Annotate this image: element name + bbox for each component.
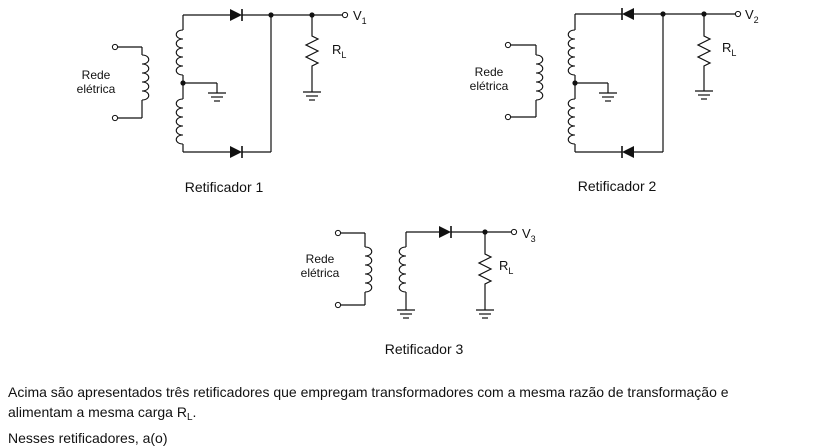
input-terminal bbox=[334, 229, 342, 237]
rectifier-3: Rede elétrica RL V3 Retificador 3 bbox=[301, 225, 536, 357]
load-label: RL bbox=[499, 258, 513, 276]
primary-winding-1 bbox=[111, 43, 150, 122]
load-label: RL bbox=[332, 42, 346, 60]
input-terminal bbox=[504, 113, 512, 121]
output-node bbox=[309, 12, 315, 18]
load-resistor bbox=[478, 247, 492, 291]
output-voltage-label: V1 bbox=[353, 8, 367, 26]
source-label: Rede bbox=[306, 252, 335, 266]
secondary-winding-2 bbox=[567, 14, 618, 152]
rectifier-2: Rede elétrica RL V2 Retificador 2 bbox=[470, 7, 759, 194]
diode-bottom bbox=[621, 145, 635, 159]
question-line-3: Nesses retificadores, a(o) bbox=[8, 430, 168, 446]
diode bbox=[438, 225, 452, 239]
source-label: elétrica bbox=[301, 266, 340, 280]
diode-top bbox=[621, 7, 635, 21]
question-line-2: alimentam a mesma carga RL. bbox=[8, 404, 197, 423]
output-voltage-label: V2 bbox=[745, 7, 759, 25]
load-resistor bbox=[305, 29, 319, 73]
input-terminal bbox=[504, 41, 512, 49]
diode-bottom bbox=[229, 145, 243, 159]
ground-icon bbox=[475, 309, 495, 319]
question-line-1: Acima são apresentados três retificadore… bbox=[8, 384, 729, 400]
output-voltage-label: V3 bbox=[522, 226, 536, 244]
primary-winding-2 bbox=[504, 41, 544, 121]
caption-retificador-1: Retificador 1 bbox=[185, 179, 264, 195]
ground-icon bbox=[207, 92, 227, 102]
caption-retificador-2: Retificador 2 bbox=[578, 178, 657, 194]
input-terminal bbox=[111, 43, 119, 51]
input-terminal bbox=[111, 114, 119, 122]
source-label: Rede bbox=[475, 65, 504, 79]
source-label: elétrica bbox=[470, 79, 509, 93]
rectifier-1: Rede elétrica RL V1 bbox=[77, 8, 367, 195]
load-label: RL bbox=[722, 40, 736, 58]
output-terminal bbox=[341, 11, 349, 19]
diode-top bbox=[229, 8, 243, 22]
caption-retificador-3: Retificador 3 bbox=[385, 341, 464, 357]
secondary-winding-1 bbox=[175, 15, 227, 152]
secondary-winding-3 bbox=[396, 232, 416, 319]
output-node bbox=[701, 11, 707, 17]
output-terminal bbox=[510, 228, 518, 236]
primary-winding-3 bbox=[334, 229, 373, 309]
ground-icon bbox=[396, 309, 416, 319]
source-label: elétrica bbox=[77, 82, 116, 96]
source-label: Rede bbox=[82, 68, 111, 82]
ground-icon bbox=[694, 90, 714, 100]
load-resistor bbox=[697, 29, 711, 73]
ground-icon bbox=[302, 91, 322, 101]
question-text: Acima são apresentados três retificadore… bbox=[8, 382, 828, 448]
output-terminal bbox=[734, 10, 742, 18]
input-terminal bbox=[334, 301, 342, 309]
ground-icon bbox=[598, 92, 618, 102]
